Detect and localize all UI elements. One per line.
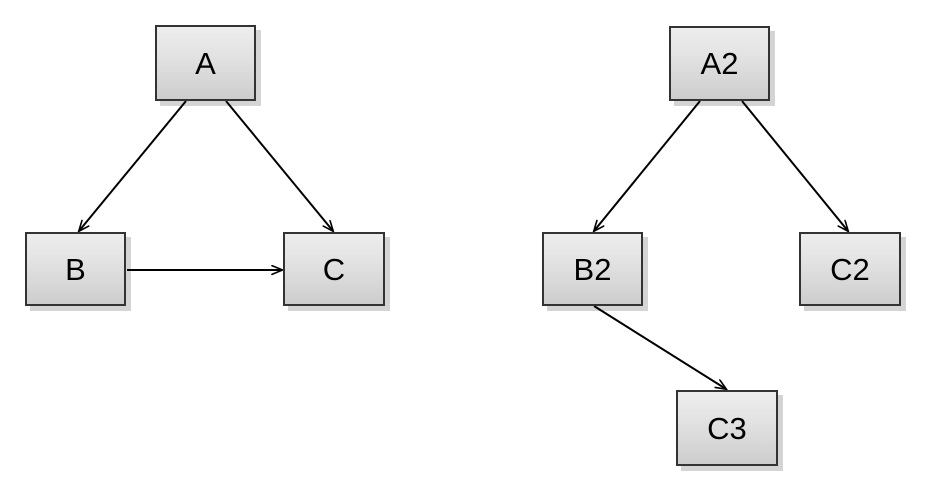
node-label: C3 <box>707 410 747 446</box>
node-b2[interactable]: B2 <box>542 232 643 306</box>
node-label: A <box>195 45 216 81</box>
node-a2[interactable]: A2 <box>669 26 770 101</box>
node-a[interactable]: A <box>155 25 256 101</box>
node-label: A2 <box>700 46 739 81</box>
node-c3[interactable]: C3 <box>676 390 778 466</box>
edge-a-to-b <box>79 100 187 231</box>
edges-group <box>79 100 848 389</box>
node-c2[interactable]: C2 <box>799 232 901 306</box>
node-label: C <box>322 251 346 287</box>
edge-a2-to-b2 <box>594 100 701 231</box>
node-label: C2 <box>830 251 870 287</box>
edge-b2-to-c3 <box>593 305 726 389</box>
node-c[interactable]: C <box>283 232 385 306</box>
node-label: B <box>65 251 86 287</box>
node-b[interactable]: B <box>25 232 126 306</box>
edge-a-to-c <box>225 100 333 231</box>
node-label: B2 <box>573 251 612 287</box>
edge-a2-to-c2 <box>741 100 848 231</box>
